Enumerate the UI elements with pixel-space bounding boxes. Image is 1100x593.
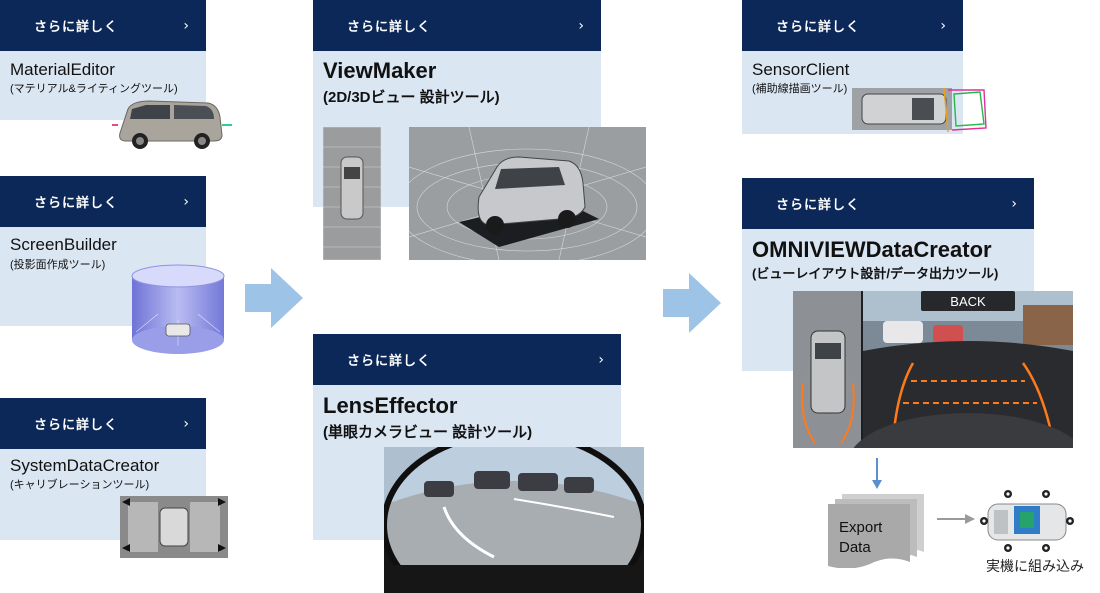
sensor-client-subtitle: (補助線描画ツール) [752,83,848,95]
sensor-client-more-button[interactable]: さらに詳しく › [742,0,963,51]
more-button-label: さらに詳しく [347,353,432,368]
screen-builder-more-button[interactable]: さらに詳しく › [0,176,206,227]
system-data-creator-subtitle: (キャリブレーションツール) [10,479,150,491]
view-3d-render-image [409,127,646,260]
topview-2d-image [323,127,381,260]
flow-arrow-1 [245,268,305,333]
lens-effector-subtitle: (単眼カメラビュー 設計ツール) [323,424,533,441]
screen-builder-title: ScreenBuilder [10,235,117,254]
back-button[interactable]: BACK [921,292,1015,311]
vehicle-ecu-image [978,488,1076,559]
chevron-right-icon: › [183,17,190,34]
chevron-right-icon: › [940,17,947,34]
down-arrow [871,458,883,495]
calibration-view-image [120,496,228,558]
screen-builder-subtitle: (投影面作成ツール) [10,259,106,271]
export-label-line2: Data [839,539,871,556]
more-button-label: さらに詳しく [776,197,861,212]
embed-label: 実機に組み込み [986,558,1084,574]
omniview-preview-image [793,291,1073,448]
chevron-right-icon: › [183,193,190,210]
minivan-render-image [110,95,235,157]
view-maker-more-button[interactable]: さらに詳しく › [313,0,601,51]
lens-effector-more-button[interactable]: さらに詳しく › [313,334,621,385]
guideline-view-image [852,84,992,136]
view-maker-subtitle: (2D/3Dビュー 設計ツール) [323,89,500,106]
export-data-label: Export Data [839,518,882,558]
sensor-client-title: SensorClient [752,60,850,79]
chevron-right-icon: › [183,415,190,432]
material-editor-subtitle: (マテリアル&ライティングツール) [10,83,178,95]
fisheye-camera-image [384,447,644,593]
chevron-right-icon: › [578,17,585,34]
chevron-right-icon: › [598,351,605,368]
flow-arrow-2 [663,273,723,338]
export-label-line1: Export [839,519,883,536]
lens-effector-title: LensEffector [323,393,458,418]
more-button-label: さらに詳しく [34,19,119,34]
chevron-right-icon: › [1011,195,1018,212]
back-button-label: BACK [950,294,986,309]
system-data-creator-more-button[interactable]: さらに詳しく › [0,398,206,449]
view-maker-title: ViewMaker [323,58,437,83]
more-button-label: さらに詳しく [34,417,119,432]
omniview-more-button[interactable]: さらに詳しく › [742,178,1034,229]
system-data-creator-title: SystemDataCreator [10,456,160,475]
omniview-subtitle: (ビューレイアウト設計/データ出力ツール) [752,266,999,281]
more-button-label: さらに詳しく [776,19,861,34]
right-arrow [937,512,975,531]
material-editor-more-button[interactable]: さらに詳しく › [0,0,206,51]
omniview-title: OMNIVIEWDataCreator [752,237,992,262]
export-data-icon [828,494,928,573]
projection-cylinder-image [128,262,228,358]
more-button-label: さらに詳しく [347,19,432,34]
material-editor-title: MaterialEditor [10,60,115,79]
more-button-label: さらに詳しく [34,195,119,210]
